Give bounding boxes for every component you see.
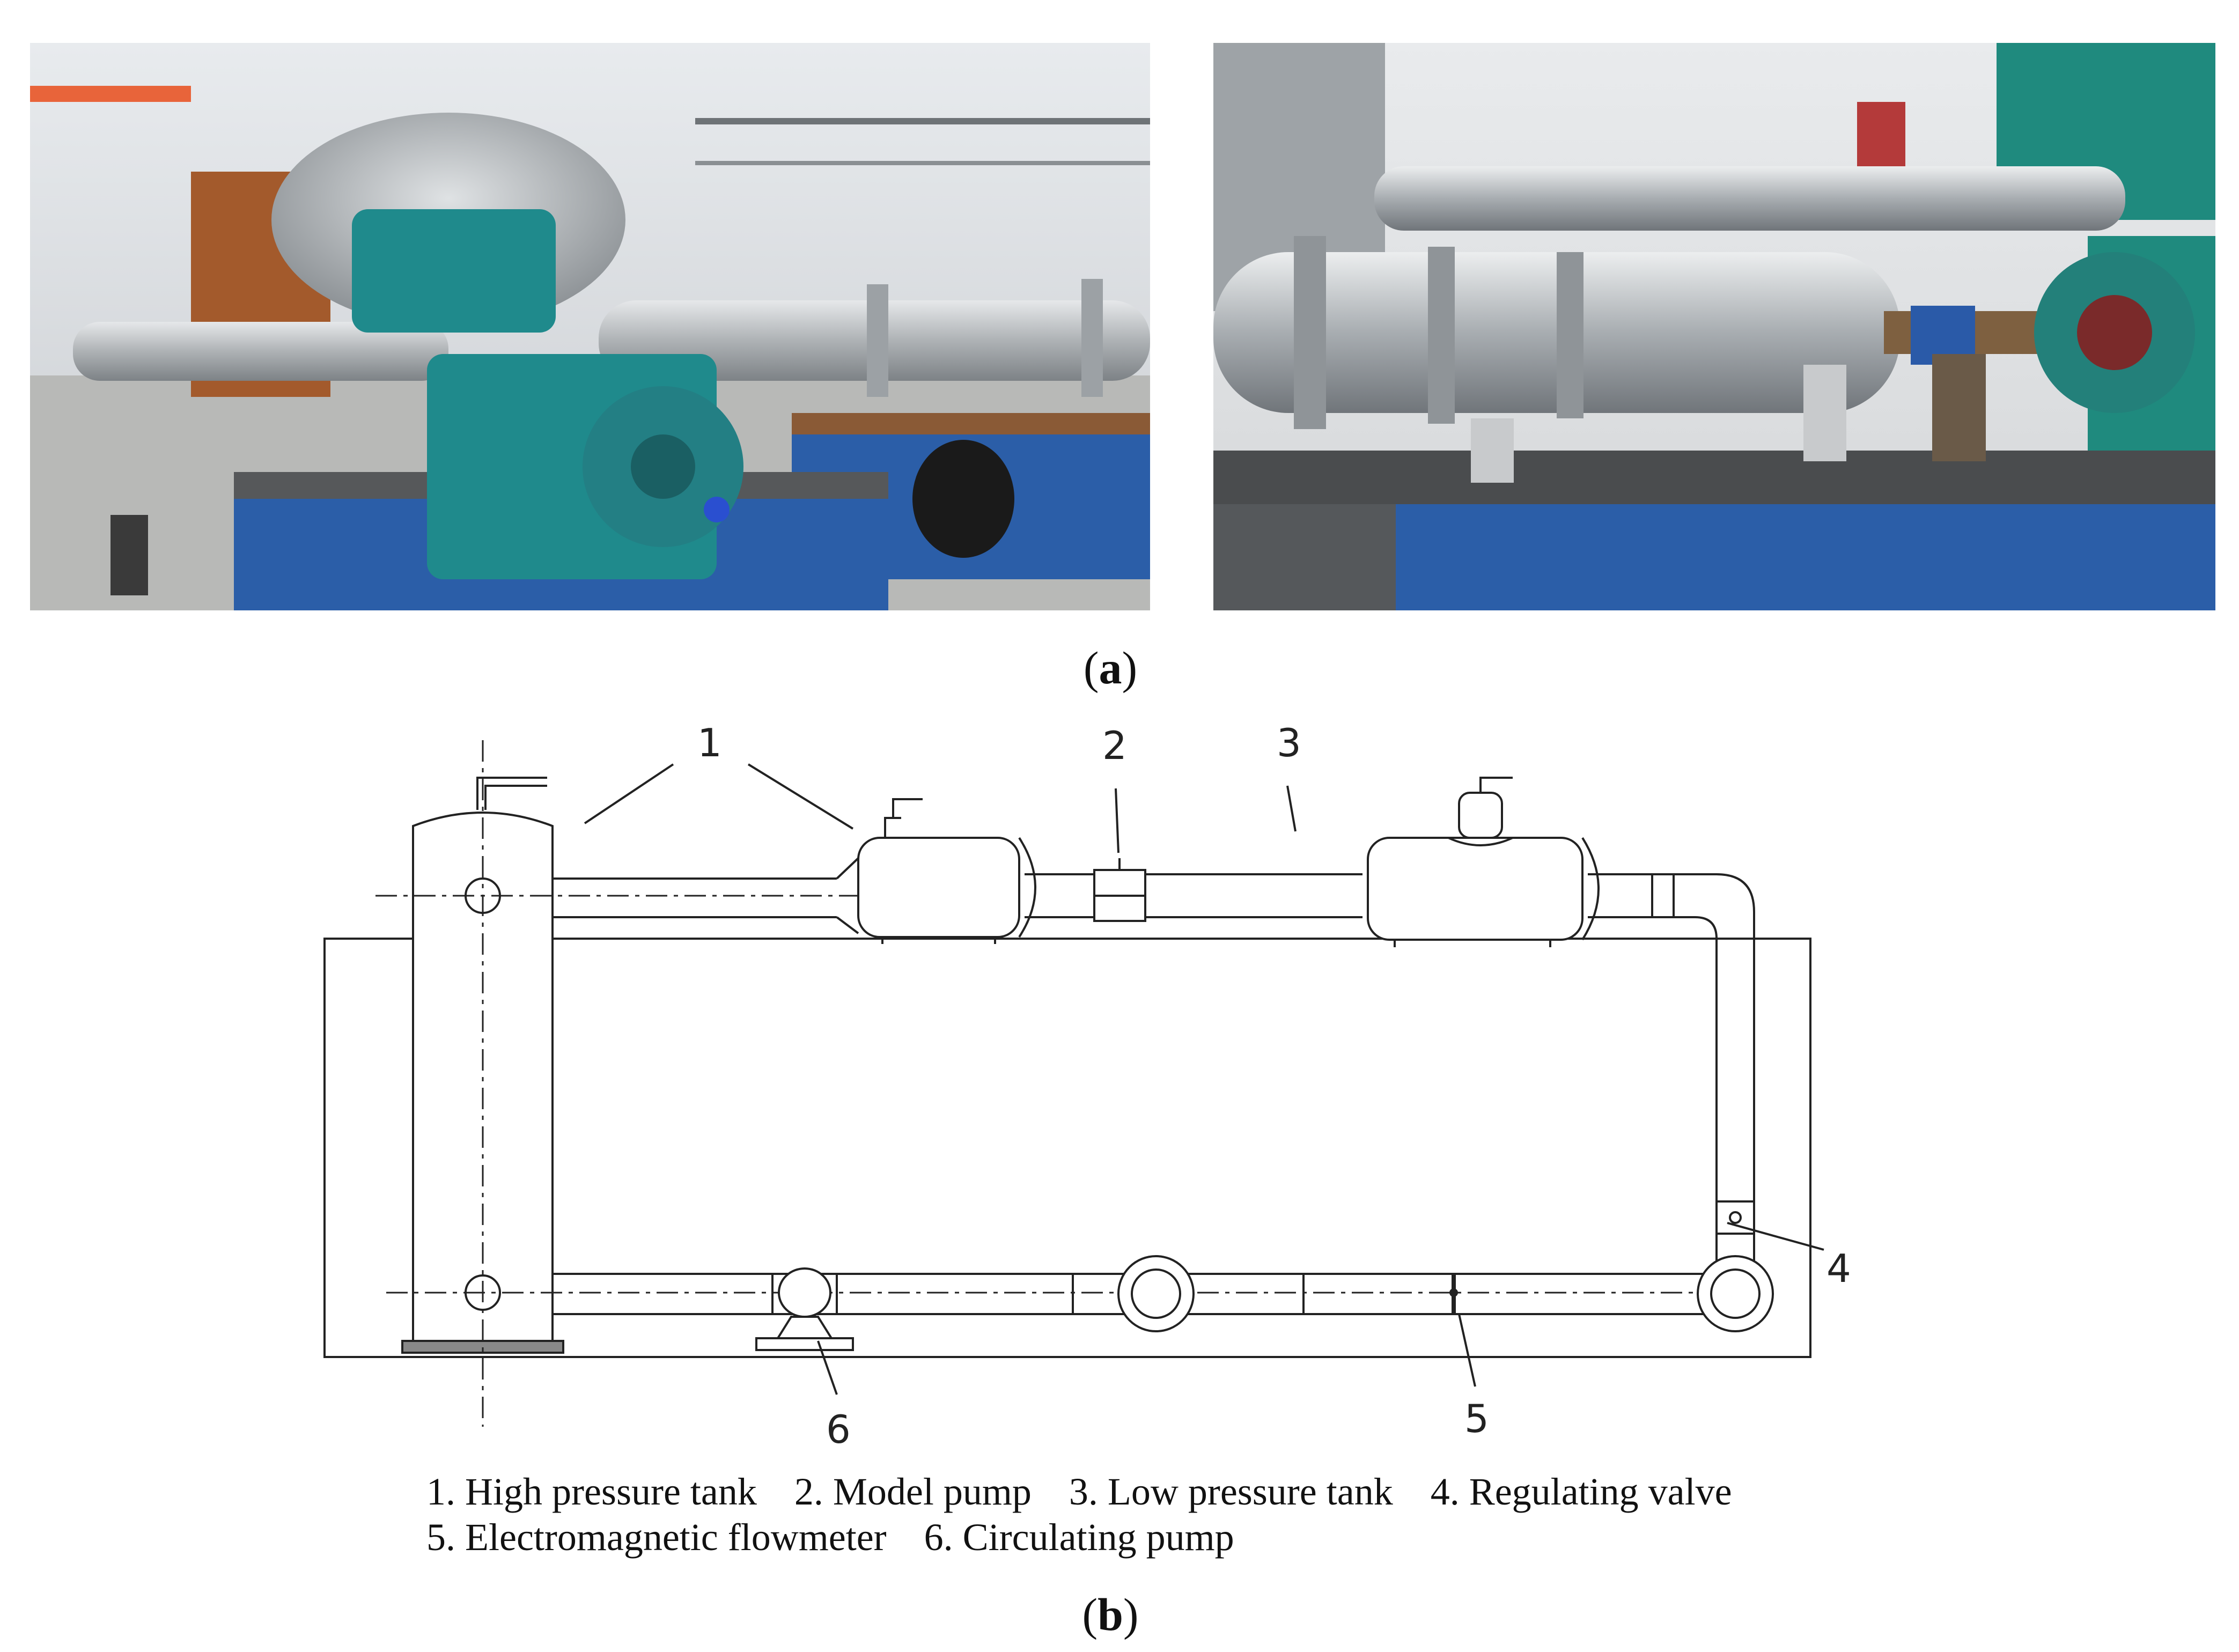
test-rig-photo-right [1213, 43, 2215, 610]
base-frame [323, 938, 1811, 1358]
legend-item-regulating-valve: 4. Regulating valve [1430, 1470, 1732, 1513]
legend-line-2: 5. Electromagnetic flowmeter 6. Circulati… [426, 1515, 1272, 1560]
legend-line-1: 1. High pressure tank 2. Model pump 3. Low… [426, 1470, 1770, 1514]
right-return-pipe [1588, 873, 1755, 1277]
callout-2: 2 [1102, 723, 1127, 768]
model-pump [1093, 858, 1146, 922]
callout-1: 1 [697, 720, 722, 765]
high-pressure-tank [401, 777, 564, 1354]
legend-item-high-pressure-tank: 1. High pressure tank [426, 1470, 757, 1513]
upper-pipe [553, 798, 1362, 944]
panel-a-caption: (a) [1083, 642, 1138, 694]
callout-labels: 1 2 3 4 5 6 [697, 720, 1851, 1452]
panel-b-caption: (b) [1082, 1589, 1139, 1640]
callout-5: 5 [1464, 1396, 1489, 1441]
test-rig-photo-left [30, 43, 1150, 610]
panel-b-letter: b [1098, 1589, 1123, 1640]
legend-item-model-pump: 2. Model pump [794, 1470, 1032, 1513]
callout-3: 3 [1277, 720, 1301, 765]
legend-item-low-pressure-tank: 3. Low pressure tank [1069, 1470, 1393, 1513]
circulating-pump [755, 1267, 854, 1351]
leader-lines [584, 763, 1824, 1395]
test-rig-schematic: 1 2 3 4 5 6 [323, 720, 1851, 1452]
low-pressure-tank [1367, 777, 1600, 947]
callout-4: 4 [1826, 1246, 1851, 1291]
legend-item-circulating-pump: 6. Circulating pump [924, 1516, 1234, 1559]
callout-6: 6 [826, 1407, 851, 1452]
panel-a-letter: a [1099, 642, 1122, 694]
legend-item-electromagnetic-flowmeter: 5. Electromagnetic flowmeter [426, 1516, 887, 1559]
lower-pipe [553, 1255, 1774, 1332]
